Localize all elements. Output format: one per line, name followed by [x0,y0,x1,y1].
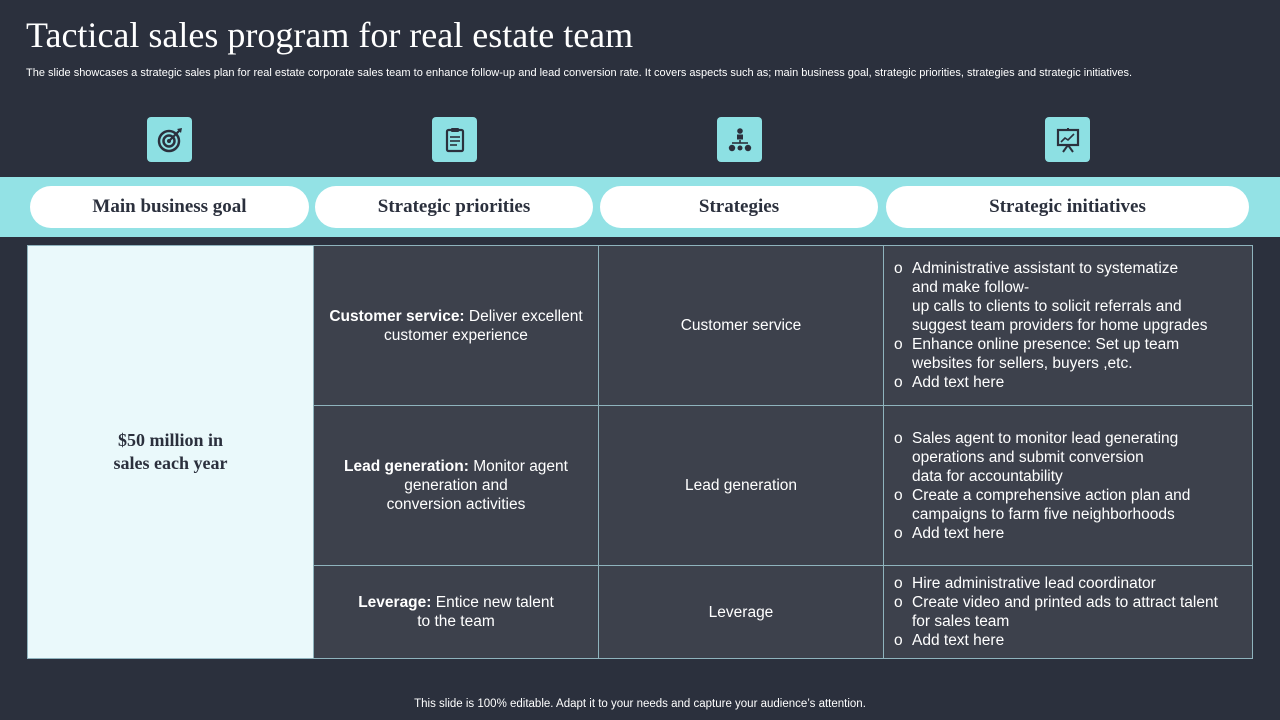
priority-text: generation and [404,477,508,494]
initiative-item: Add text here [892,631,1218,650]
initiatives-cell-leverage: Hire administrative lead coordinator Cre… [883,566,1252,658]
initiative-item: Hire administrative lead coordinator [892,574,1218,593]
initiatives-cell-customer-service: Administrative assistant to systematizea… [883,246,1252,406]
header-main-business-goal: Main business goal [30,186,309,228]
target-icon [147,117,192,162]
strategy-cell-leverage: Leverage [598,566,883,658]
header-strategies: Strategies [600,186,878,228]
header-band: Main business goal Strategic priorities … [0,177,1280,237]
priority-label: Lead generation: [344,458,469,475]
priority-label: Customer service: [329,307,465,325]
priority-cell-lead-generation: Lead generation: Monitor agent generation… [313,406,598,566]
priority-text: Entice new talent [431,594,554,611]
main-business-goal-cell: $50 million in sales each year [28,246,313,658]
initiative-item: Enhance online presence: Set up teamwebs… [892,335,1208,373]
priority-text: conversion activities [386,496,526,513]
presentation-board-icon [1045,117,1090,162]
initiative-item: Administrative assistant to systematizea… [892,259,1208,335]
initiative-item: Add text here [892,373,1208,392]
priority-label: Leverage: [358,594,432,611]
header-strategic-initiatives: Strategic initiatives [886,186,1249,228]
priority-text: Deliver excellent [464,307,583,325]
program-table: $50 million in sales each year Customer s… [27,245,1253,659]
header-strategic-priorities: Strategic priorities [315,186,593,228]
initiative-item: Add text here [892,524,1190,543]
goal-line-2: sales each year [113,453,228,473]
initiative-item: Create video and printed ads to attract … [892,593,1218,631]
footer-note: This slide is 100% editable. Adapt it to… [414,698,866,710]
clipboard-icon [432,117,477,162]
strategy-cell-customer-service: Customer service [598,246,883,406]
page-subtitle: The slide showcases a strategic sales pl… [26,67,1133,79]
initiative-item: Sales agent to monitor lead generatingop… [892,429,1190,486]
priority-text: Monitor agent [468,458,568,475]
priority-cell-leverage: Leverage: Entice new talent to the team [313,566,598,658]
priority-text: to the team [417,613,495,630]
goal-line-1: $50 million in [117,430,224,450]
initiatives-cell-lead-generation: Sales agent to monitor lead generatingop… [883,406,1252,566]
priority-text: customer experience [384,326,528,344]
page-title: Tactical sales program for real estate t… [26,15,634,55]
org-chart-icon [717,117,762,162]
strategy-cell-lead-generation: Lead generation [598,406,883,566]
initiative-item: Create a comprehensive action plan andca… [892,486,1190,524]
